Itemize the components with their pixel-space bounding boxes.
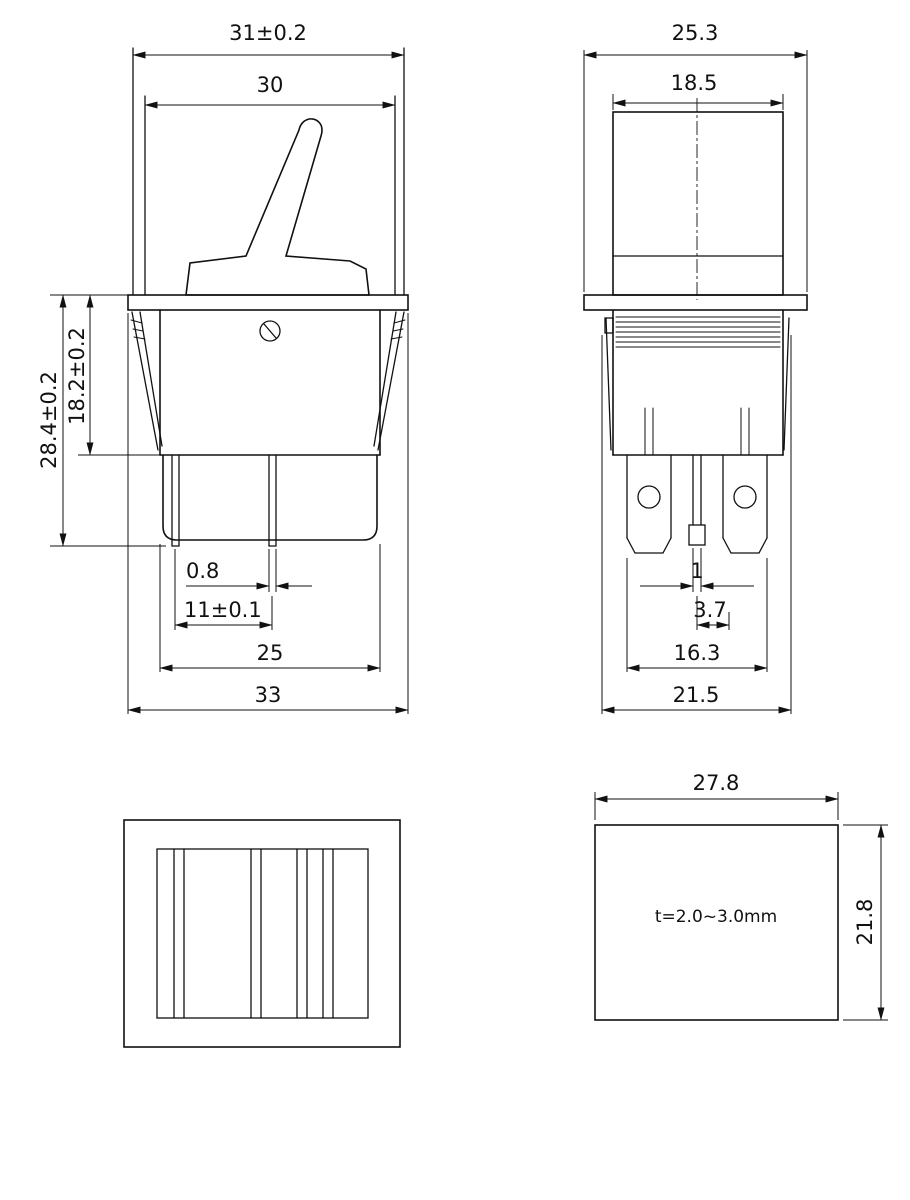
toggle-lever [185,118,370,296]
side-terminal-right [722,407,768,554]
side-catch [604,317,614,334]
side-terminal-center [688,454,706,546]
serration-lines [615,316,781,348]
bottom-view-slots [173,848,334,1019]
dim-front-outer-width: 31±0.2 [229,21,307,45]
bottom-view-outline [123,819,401,1048]
right-snap-wing [373,311,406,451]
side-terminal-left [626,407,672,554]
dim-front-inner-width: 30 [257,73,284,97]
dim-side-body-width: 21.5 [673,683,720,707]
panel-thickness-note: t=2.0~3.0mm [655,907,777,927]
front-view-dimensions: 31±0.2 30 18.2±0.2 28.4±0.2 0.8 11±0.1 [37,21,409,714]
front-terminal-pins [171,454,277,547]
dim-front-body-width: 25 [257,641,284,665]
left-snap-wing [130,311,163,451]
bottom-view [123,819,401,1048]
dim-front-pin-width: 0.8 [186,559,219,583]
side-view-geometry [583,98,808,554]
dim-front-overall-height: 28.4±0.2 [37,371,61,469]
screw-head [259,320,281,342]
panel-cutout-outline [594,824,839,1021]
dim-side-terminal-span: 16.3 [674,641,721,665]
side-view-dimensions: 25.3 18.5 1 3.7 16.3 21 [583,21,808,714]
dim-side-center-pin-width: 1 [690,559,703,583]
dim-side-outer-width: 25.3 [672,21,719,45]
dim-front-flange-width: 33 [255,683,282,707]
dim-front-body-height: 18.2±0.2 [65,327,89,425]
side-flange [583,294,808,311]
bottom-view-inner [156,848,369,1019]
dim-side-pin-offset: 3.7 [693,598,726,622]
dim-cutout-width: 27.8 [693,771,740,795]
dim-cutout-height: 21.8 [853,899,877,946]
panel-cutout-view: t=2.0~3.0mm 27.8 21.8 [594,771,888,1021]
dim-front-pin-pitch: 11±0.1 [184,598,262,622]
side-view: 25.3 18.5 1 3.7 16.3 21 [583,21,808,714]
front-view-geometry [127,47,409,547]
dim-side-inner-width: 18.5 [671,71,718,95]
front-view: 31±0.2 30 18.2±0.2 28.4±0.2 0.8 11±0.1 [37,21,409,714]
front-flange [127,294,409,311]
